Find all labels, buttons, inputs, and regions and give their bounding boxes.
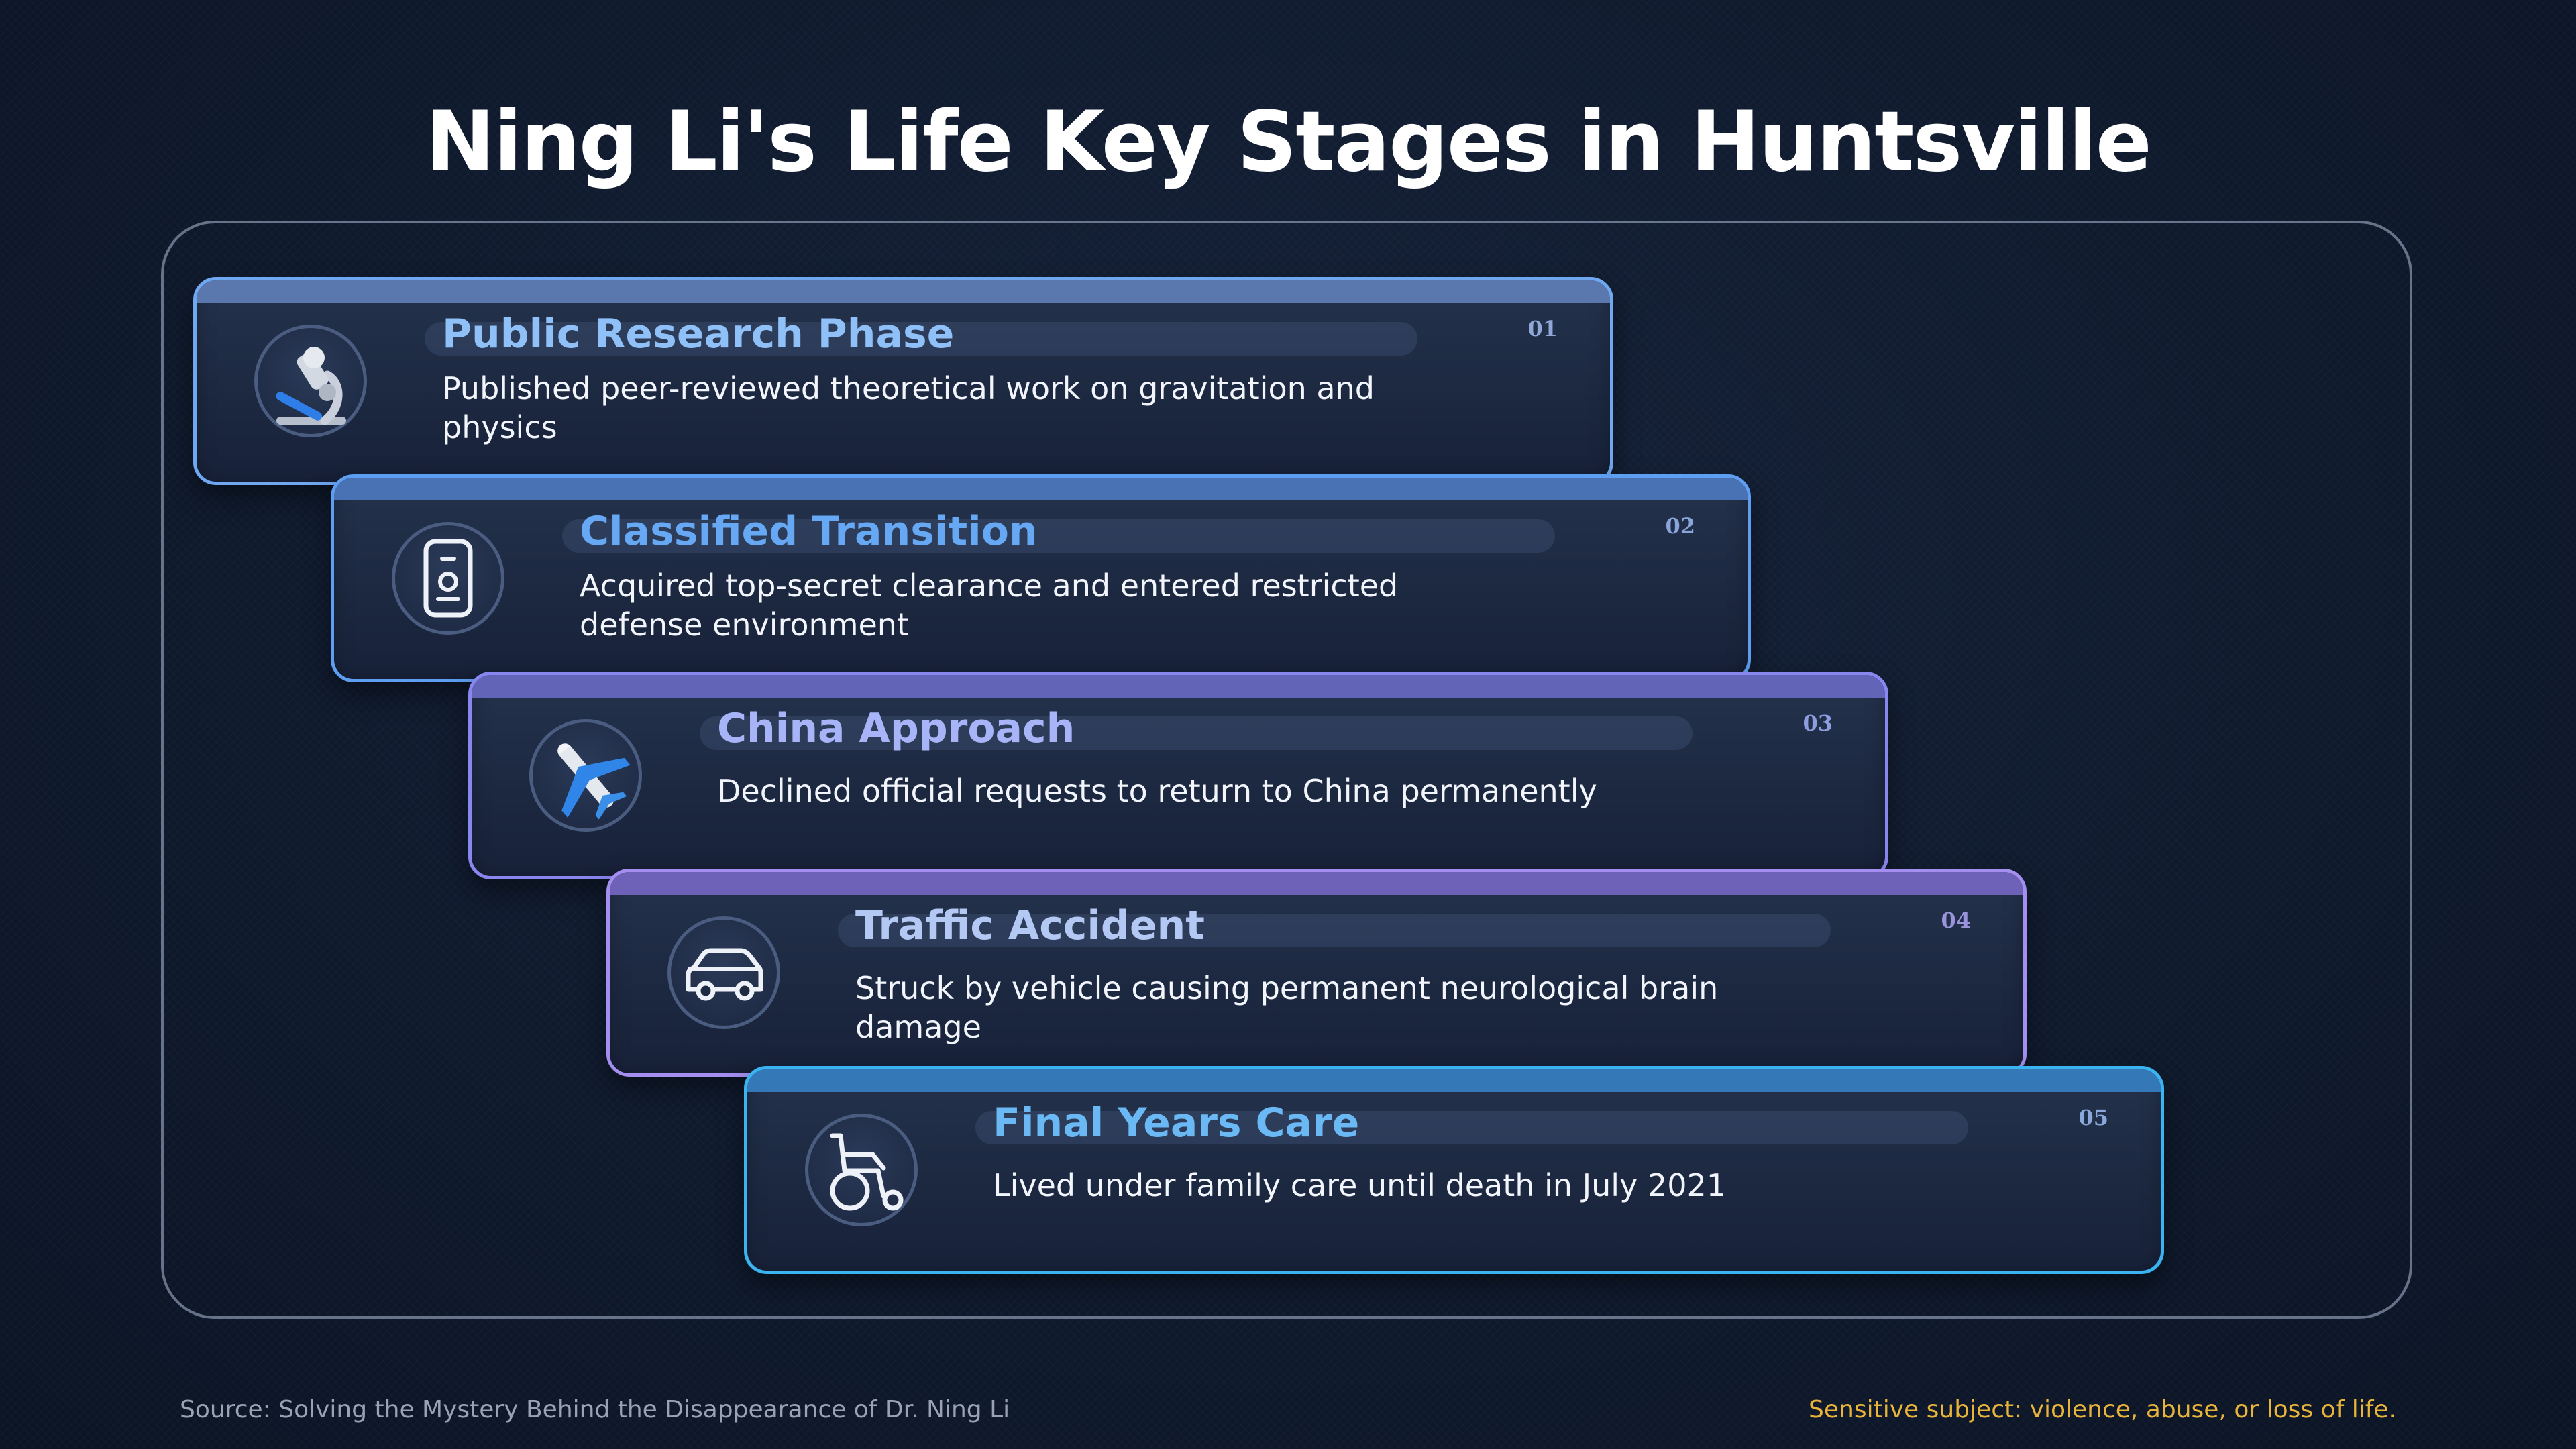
stage-title-pill	[562, 519, 1555, 553]
sensitive-content-warning: Sensitive subject: violence, abuse, or l…	[1809, 1396, 2396, 1424]
car-icon	[686, 948, 763, 1001]
stage-title-pill	[838, 914, 1831, 947]
stage-card-01: Public Research Phase Published peer-rev…	[193, 277, 1613, 485]
source-citation: Source: Solving the Mystery Behind the D…	[180, 1396, 1010, 1424]
stage-title: Classified Transition	[580, 508, 1038, 555]
stage-card-03: China Approach Declined official request…	[468, 672, 1888, 879]
stage-card-02: Classified Transition Acquired top-secre…	[331, 474, 1751, 682]
microscope-icon	[276, 347, 346, 425]
stage-number: 01	[1527, 316, 1558, 341]
stage-title: Traffic Accident	[855, 902, 1205, 949]
airplane-icon	[557, 743, 631, 820]
stage-number: 03	[1803, 710, 1833, 736]
stage-title-pill	[700, 716, 1693, 750]
stage-icon-circle	[392, 522, 504, 635]
stage-title: China Approach	[717, 705, 1075, 752]
page-title: Ning Li's Life Key Stages in Huntsville	[425, 94, 2152, 191]
stage-header-band	[610, 872, 2023, 895]
stage-icon-circle	[254, 325, 367, 437]
stage-number: 05	[2078, 1105, 2108, 1130]
diagram-frame	[161, 221, 2412, 1319]
stage-number: 04	[1941, 908, 1971, 933]
stage-description: Lived under family care until death in J…	[993, 1167, 1726, 1203]
stage-card-05: Final Years Care Lived under family care…	[744, 1066, 2164, 1274]
stage-icon-circle	[529, 719, 642, 832]
stage-icon-circle	[667, 916, 780, 1029]
stage-title: Public Research Phase	[442, 311, 955, 358]
stage-number: 02	[1665, 513, 1695, 539]
stage-description: Published peer-reviewed theoretical work…	[442, 370, 1375, 445]
stage-header-band	[747, 1069, 2161, 1092]
stage-description: Acquired top-secret clearance and entere…	[580, 568, 1399, 643]
stage-header-band	[197, 280, 1610, 303]
wheelchair-icon	[830, 1133, 904, 1211]
stage-header-band	[472, 675, 1885, 698]
stage-description: Struck by vehicle causing permanent neur…	[855, 970, 1719, 1045]
stage-title: Final Years Care	[993, 1099, 1360, 1146]
stage-icon-circle	[805, 1114, 918, 1226]
stage-title-pill	[425, 322, 1417, 356]
stage-card-04: Traffic Accident Struck by vehicle causi…	[606, 869, 2027, 1077]
stage-description: Declined official requests to return to …	[717, 773, 1597, 809]
stage-title-pill	[975, 1111, 1968, 1144]
stage-header-band	[334, 478, 1748, 500]
id-badge-icon	[423, 539, 473, 618]
